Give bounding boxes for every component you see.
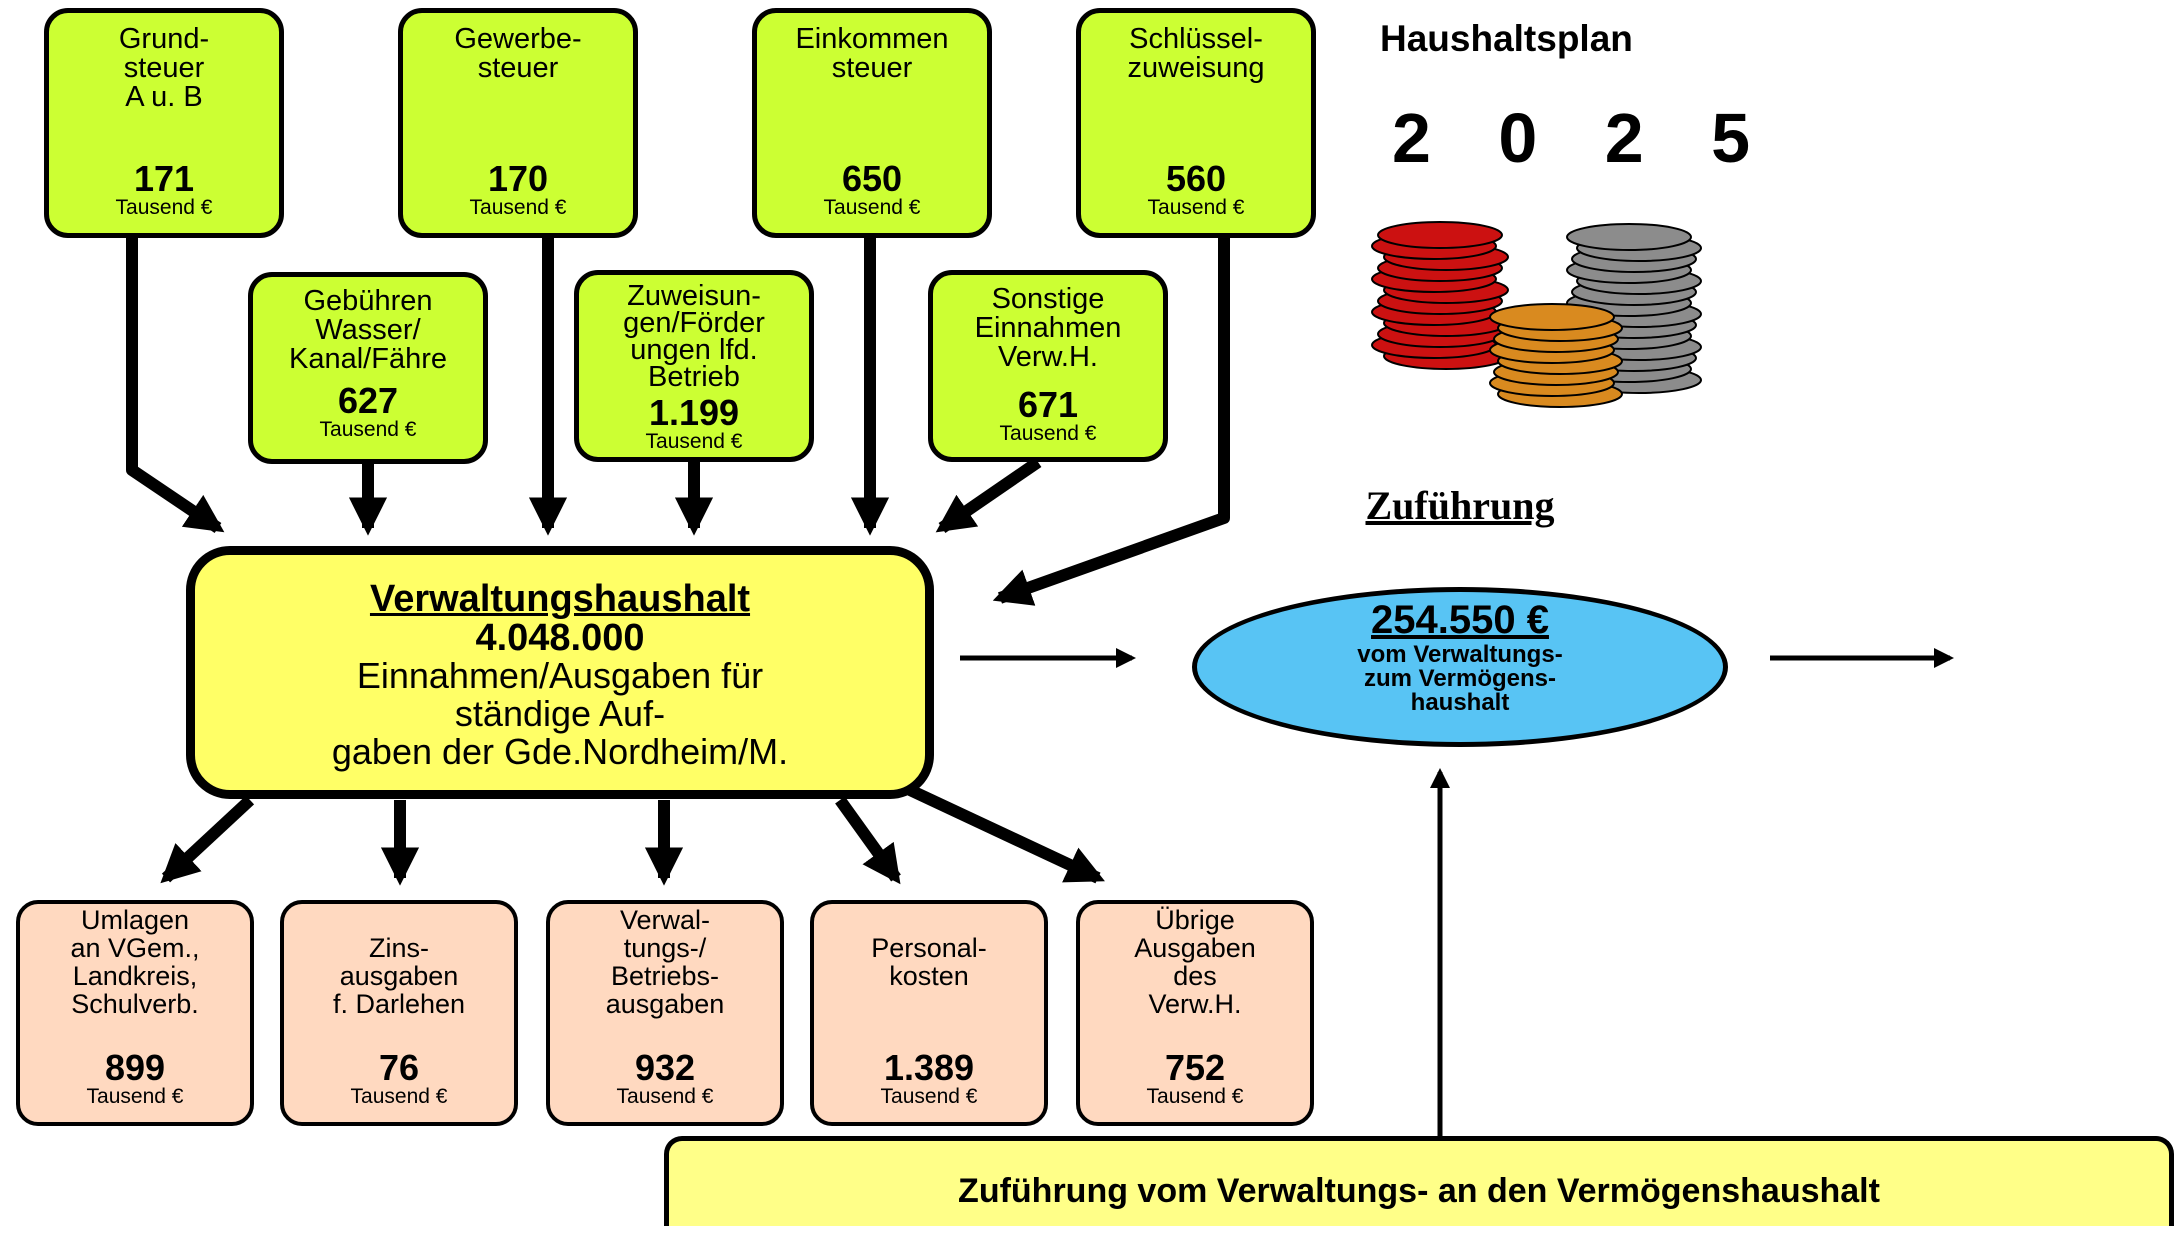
income-value: 1.199 — [648, 392, 740, 433]
coin — [1566, 223, 1692, 251]
expense-personalkosten: Personal- kosten 1.389 Tausend € — [810, 900, 1048, 1126]
income-label: Schlüssel- zuweisung — [1127, 23, 1265, 84]
zufuehrung-amount: 254.550 € — [1371, 598, 1549, 642]
income-unit: Tausend € — [319, 418, 417, 441]
arrow-uebrige — [907, 784, 1105, 884]
income-gewerbesteuer: Gewerbe- steuer 170 Tausend € — [398, 8, 638, 238]
income-zuweisungen: Zuweisun- gen/Förder ungen lfd. Betrieb … — [574, 270, 814, 462]
plan-year: 2 0 2 5 — [1392, 99, 1775, 177]
verwaltungshaushalt-description: Einnahmen/Ausgaben für ständige Auf- gab… — [331, 655, 789, 772]
coin-stack-orange — [1489, 303, 1623, 408]
income-label: Gewerbe- steuer — [454, 23, 582, 84]
expense-value: 1.389 — [883, 1047, 975, 1088]
expense-verwaltungsausgaben: Verwal- tungs-/ Betriebs- ausgaben 932 T… — [546, 900, 784, 1126]
expense-umlagen: Umlagen an VGem., Landkreis, Schulverb. … — [16, 900, 254, 1126]
income-label: Grund- steuer A u. B — [118, 23, 210, 113]
expense-unit: Tausend € — [880, 1085, 978, 1108]
income-unit: Tausend € — [823, 196, 921, 219]
income-unit: Tausend € — [115, 196, 213, 219]
income-sonstige: Sonstige Einnahmen Verw.H. 671 Tausend € — [928, 270, 1168, 462]
plan-title: Haushaltsplan — [1380, 18, 1633, 59]
coin-stack-red — [1371, 221, 1509, 370]
income-label: Zuweisun- gen/Förder ungen lfd. Betrieb — [623, 280, 765, 393]
expense-label: Verwal- tungs-/ Betriebs- ausgaben — [605, 905, 725, 1019]
arrow-grundsteuer — [126, 238, 225, 533]
zufuehrung-oval: 254.550 € vom Verwaltungs- zum Vermögens… — [1192, 587, 1728, 747]
expense-value: 899 — [104, 1047, 166, 1088]
expense-value: 932 — [634, 1047, 696, 1088]
verwaltungshaushalt-amount: 4.048.000 — [475, 617, 645, 659]
income-grundsteuer: Grund- steuer A u. B 171 Tausend € — [44, 8, 284, 238]
expense-unit: Tausend € — [1146, 1085, 1244, 1108]
expense-unit: Tausend € — [86, 1085, 184, 1108]
zufuehrung-title: Zuführung — [1365, 483, 1555, 528]
income-value: 170 — [487, 158, 549, 199]
expense-zinsausgaben: Zins- ausgaben f. Darlehen 76 Tausend € — [280, 900, 518, 1126]
income-value: 560 — [1165, 158, 1227, 199]
arrow-umlagen — [160, 795, 255, 884]
expense-unit: Tausend € — [616, 1085, 714, 1108]
arrow-personalkosten — [835, 796, 901, 885]
income-schluesselzuweisung: Schlüssel- zuweisung 560 Tausend € — [1076, 8, 1316, 238]
arrow-schluesselzuweisung — [992, 238, 1230, 606]
verwaltungshaushalt-box: Verwaltungshaushalt 4.048.000 Einnahmen/… — [186, 546, 934, 799]
income-value: 650 — [841, 158, 903, 199]
income-value: 171 — [133, 158, 195, 199]
expense-value: 752 — [1164, 1047, 1226, 1088]
coins-illustration — [1371, 221, 1702, 408]
coin — [1489, 303, 1615, 331]
verwaltungshaushalt-title: Verwaltungshaushalt — [369, 578, 751, 620]
expense-value: 76 — [378, 1047, 420, 1088]
expense-unit: Tausend € — [350, 1085, 448, 1108]
arrow-sonstige — [935, 457, 1042, 533]
zufuehrung-description: vom Verwaltungs- zum Vermögens- haushalt — [1357, 641, 1563, 716]
expense-uebrige: Übrige Ausgaben des Verw.H. 752 Tausend … — [1076, 900, 1314, 1126]
income-unit: Tausend € — [1147, 196, 1245, 219]
expense-label: Personal- kosten — [871, 933, 987, 991]
expense-label: Umlagen an VGem., Landkreis, Schulverb. — [70, 905, 200, 1019]
income-label: Sonstige Einnahmen Verw.H. — [974, 283, 1122, 373]
income-unit: Tausend € — [469, 196, 567, 219]
expense-label: Übrige Ausgaben des Verw.H. — [1134, 905, 1256, 1019]
income-value: 671 — [1017, 384, 1079, 425]
expense-label: Zins- ausgaben f. Darlehen — [332, 933, 466, 1019]
income-label: Einkommen steuer — [795, 23, 949, 84]
income-unit: Tausend € — [645, 430, 743, 453]
income-unit: Tausend € — [999, 422, 1097, 445]
income-einkommensteuer: Einkommen steuer 650 Tausend € — [752, 8, 992, 238]
coin — [1377, 221, 1503, 249]
income-label: Gebühren Wasser/ Kanal/Fähre — [289, 285, 447, 375]
income-value: 627 — [337, 380, 399, 421]
zufuehrung-banner: Zuführung vom Verwaltungs- an den Vermög… — [664, 1136, 2174, 1226]
income-gebuehren: Gebühren Wasser/ Kanal/Fähre 627 Tausend… — [248, 272, 488, 464]
